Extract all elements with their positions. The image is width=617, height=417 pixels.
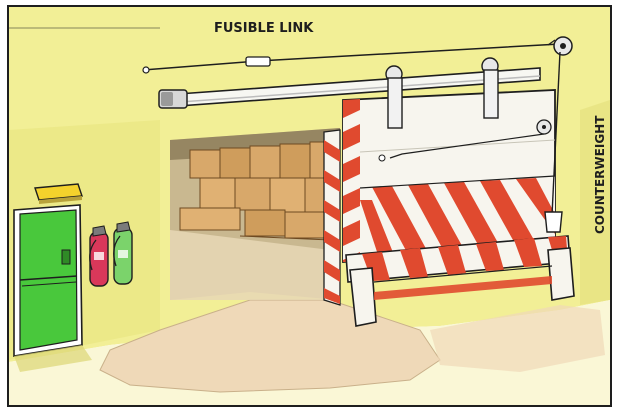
track-end-bracket — [159, 90, 187, 108]
counterweight-label: COUNTERWEIGHT — [593, 115, 607, 234]
pulley-wheel-icon — [537, 120, 551, 134]
door-hanger-left — [386, 66, 402, 128]
emergency-exit-door — [14, 205, 92, 372]
wire-anchor — [143, 67, 149, 73]
sliding-fire-door — [343, 90, 555, 262]
counterweight — [545, 212, 562, 232]
fire-extinguisher-icon — [114, 222, 132, 284]
door-hanger-right — [482, 58, 498, 118]
fusible-link — [246, 57, 270, 66]
fusible-link-label: FUSIBLE LINK — [214, 21, 314, 36]
door-jamb-striped — [324, 130, 340, 305]
fire-extinguisher-icon — [90, 226, 108, 286]
stacked-boxes — [180, 142, 332, 240]
